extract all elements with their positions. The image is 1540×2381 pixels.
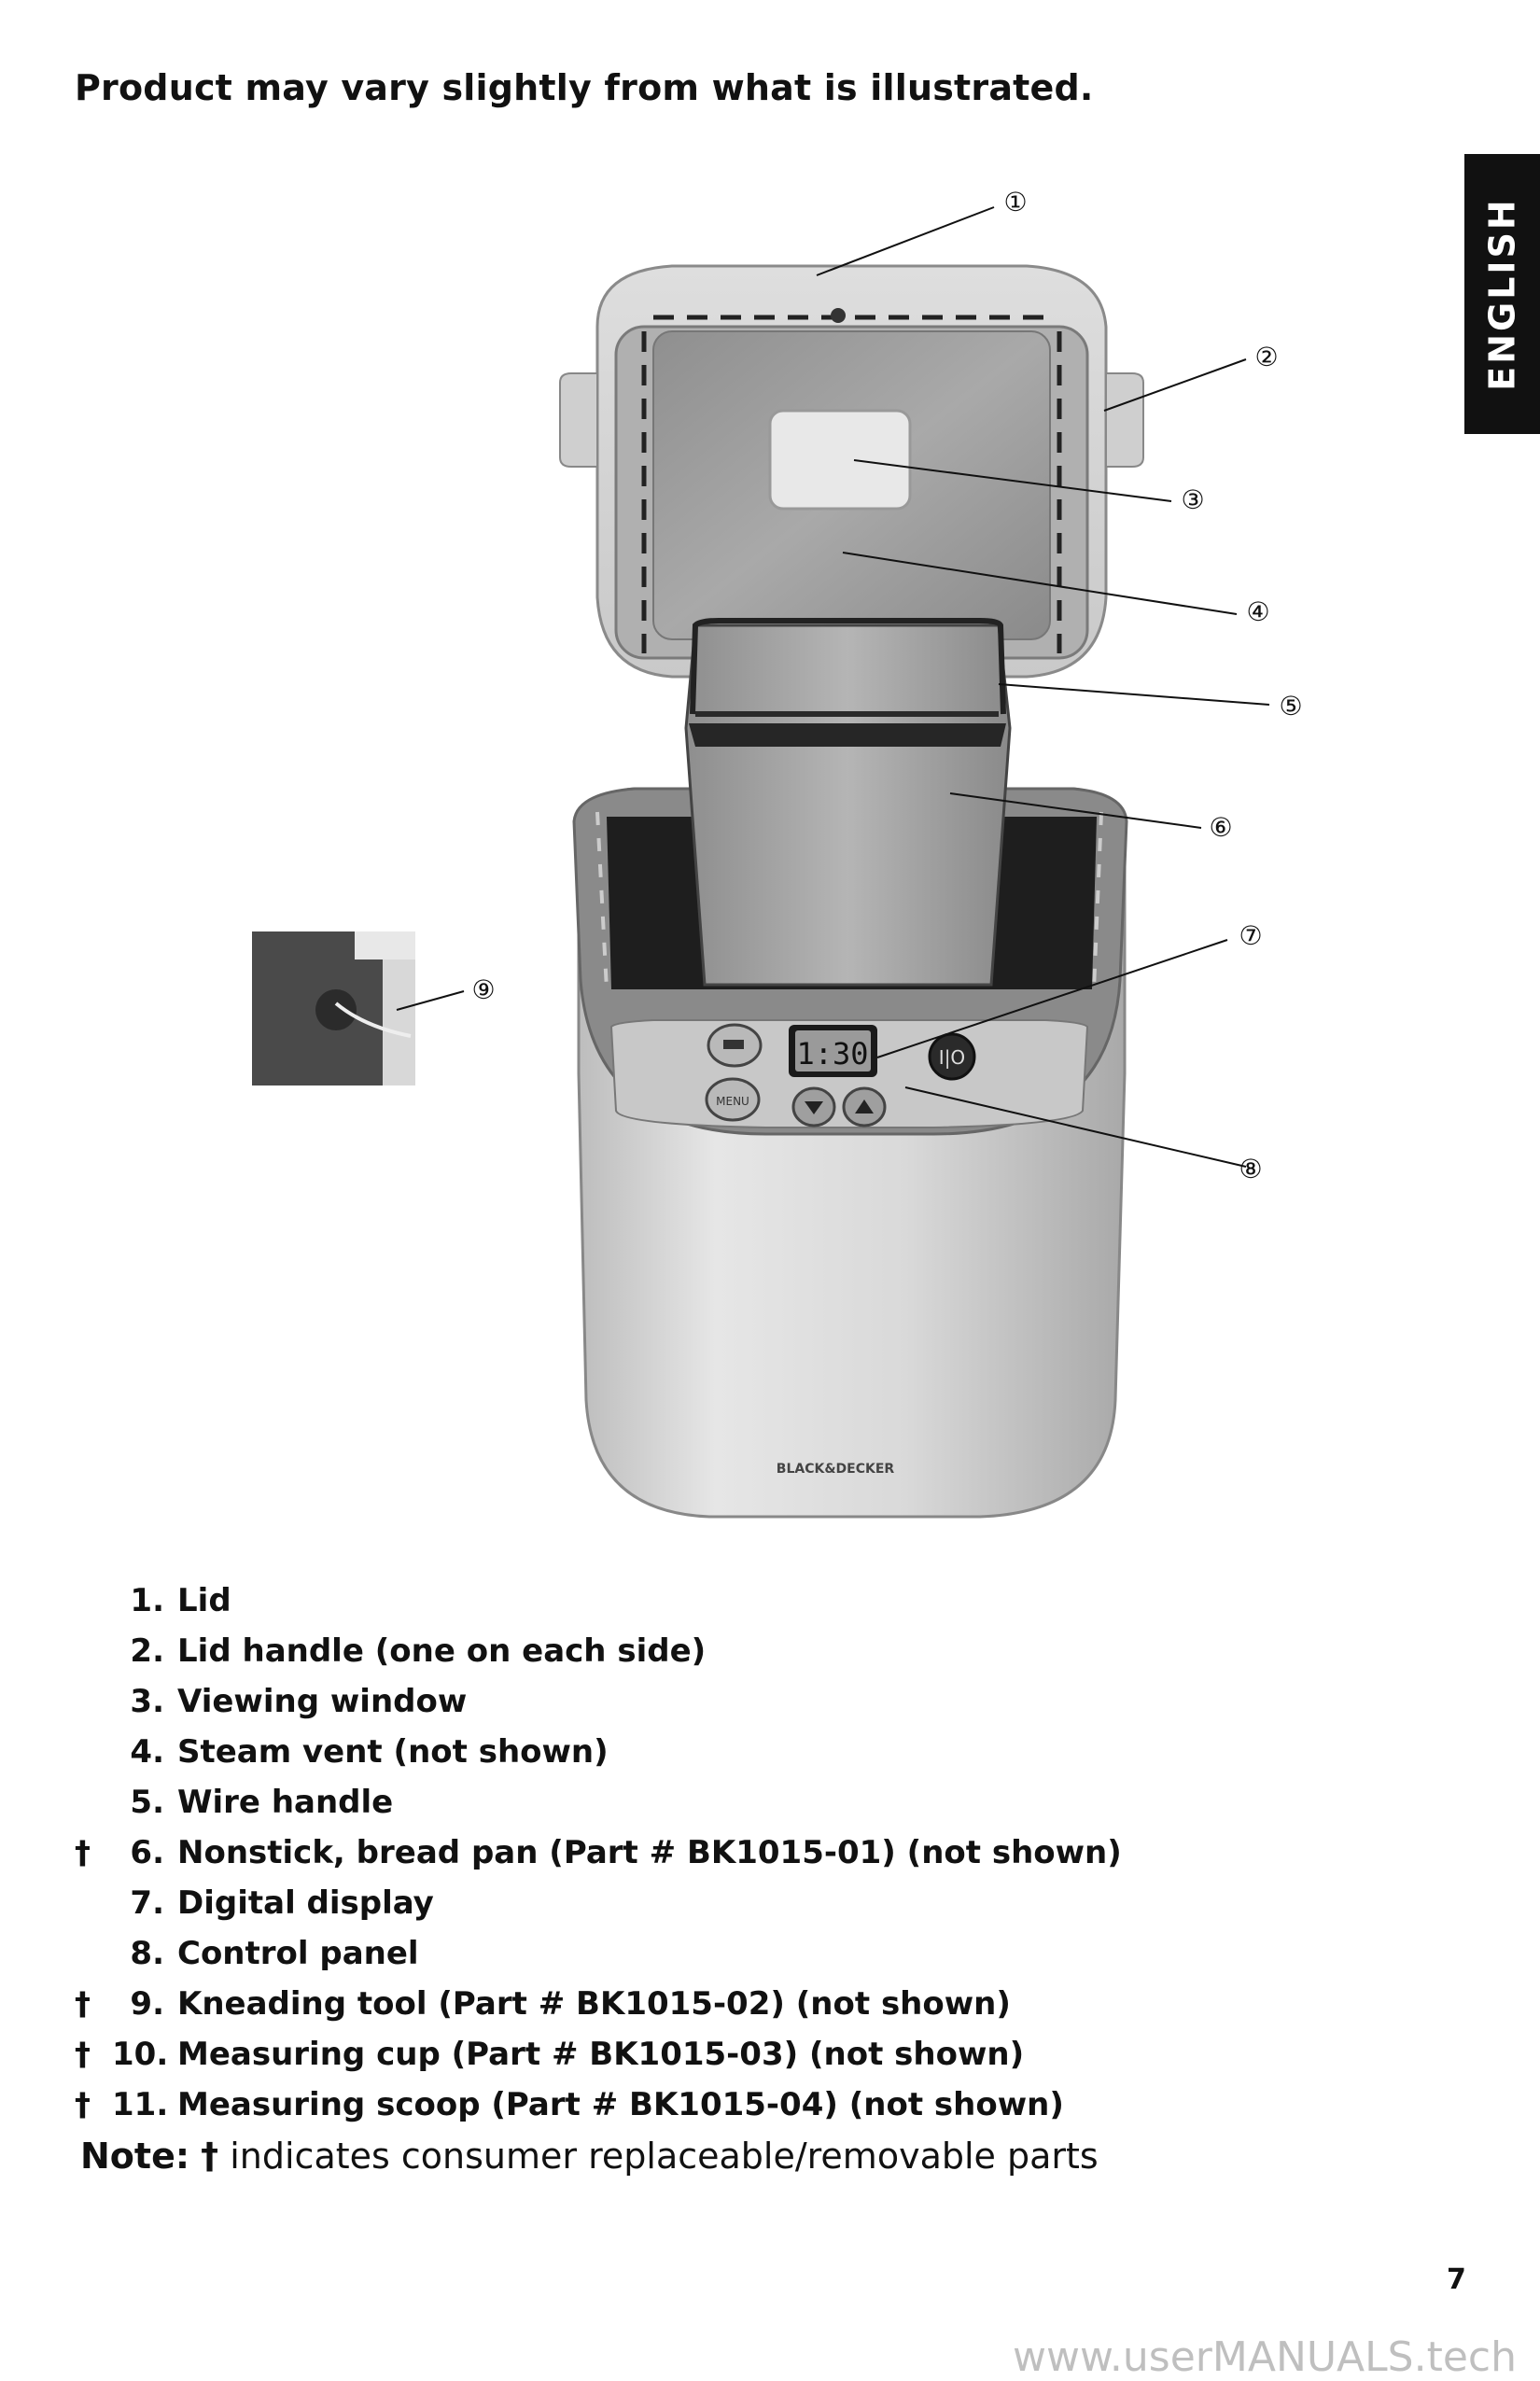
callout-9: ⑨ [471,974,495,1005]
callout-4: ④ [1246,596,1269,627]
callout-numbers: ① ② ③ ④ ⑤ ⑥ ⑦ ⑧ ⑨ [471,187,1302,1184]
kneading-tool-inset-photo [252,931,415,1085]
note-dagger: † [201,2136,219,2177]
display-reading: 1:30 [796,1036,868,1071]
note-label: Note: [80,2136,190,2177]
callout-leaders [396,206,1270,1168]
down-arrow-icon [805,1101,823,1114]
brand-logo: BLACK&DECKER [777,1462,895,1477]
bread-pan [684,623,1012,987]
control-panel: MENU 1:30 I|O [705,1023,976,1127]
up-arrow-icon [855,1099,874,1113]
page-heading: Product may vary slightly from what is i… [75,67,1094,108]
callout-7: ⑦ [1239,920,1262,951]
menu-button-label: MENU [716,1095,749,1108]
note-text: indicates consumer replaceable/removable… [230,2136,1099,2177]
down-arrow-button[interactable] [791,1086,836,1127]
menu-button[interactable] [705,1077,761,1122]
callout-8: ⑧ [1239,1154,1262,1184]
bread-maker-illustration: MENU 1:30 I|O BLACK&DECKER [252,187,1303,1519]
language-tab: ENGLISH [1464,154,1540,434]
note: Note: † indicates consumer replaceable/r… [80,2136,1099,2177]
callout-5: ⑤ [1279,691,1302,721]
lid [559,264,1144,679]
power-button-label: I|O [939,1046,965,1069]
up-arrow-button[interactable] [842,1086,887,1127]
power-button[interactable]: I|O [928,1032,976,1081]
callout-1: ① [1003,187,1027,217]
callout-3: ③ [1181,484,1204,515]
callout-2: ② [1254,342,1278,372]
watermark: www.userMANUALS.tech [1013,2333,1517,2381]
page-number: 7 [1447,2263,1466,2296]
wire-handle [690,618,1006,715]
callout-6: ⑥ [1209,812,1232,843]
